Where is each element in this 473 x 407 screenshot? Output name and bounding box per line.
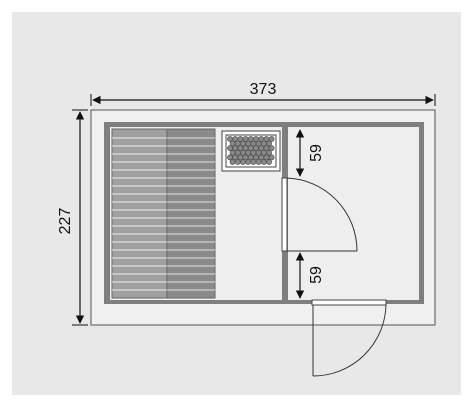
stove-stone — [250, 159, 257, 165]
stove-stone — [266, 149, 272, 156]
stove-stone — [229, 159, 236, 165]
bench-upper — [166, 128, 216, 299]
sauna-stove-stones-icon — [221, 130, 281, 172]
stove-stone — [255, 159, 262, 165]
stove-stone — [245, 159, 252, 165]
stove-stone — [268, 145, 275, 152]
door-gap-top-dimension: 59 — [295, 129, 325, 177]
bench-lower — [111, 128, 168, 299]
height-dimension: 227 — [57, 109, 88, 326]
height-label: 227 — [57, 208, 74, 235]
stove-stone — [234, 159, 241, 165]
anteroom-floor — [288, 127, 419, 300]
stove-stone — [266, 140, 272, 147]
door-gap-top-label: 59 — [308, 144, 325, 162]
stove-stone — [268, 154, 275, 161]
door-swing-icon — [281, 177, 358, 252]
stove-stone — [268, 136, 275, 142]
stove-stone — [260, 159, 267, 165]
door-gap-bottom-dimension: 59 — [295, 252, 325, 299]
stove-stone — [266, 159, 272, 165]
entrance-door-icon — [311, 299, 387, 377]
door-gap-bottom-label: 59 — [308, 266, 325, 284]
width-dimension: 373 — [90, 81, 436, 106]
stove-stone — [240, 159, 246, 165]
width-label: 373 — [250, 81, 277, 98]
